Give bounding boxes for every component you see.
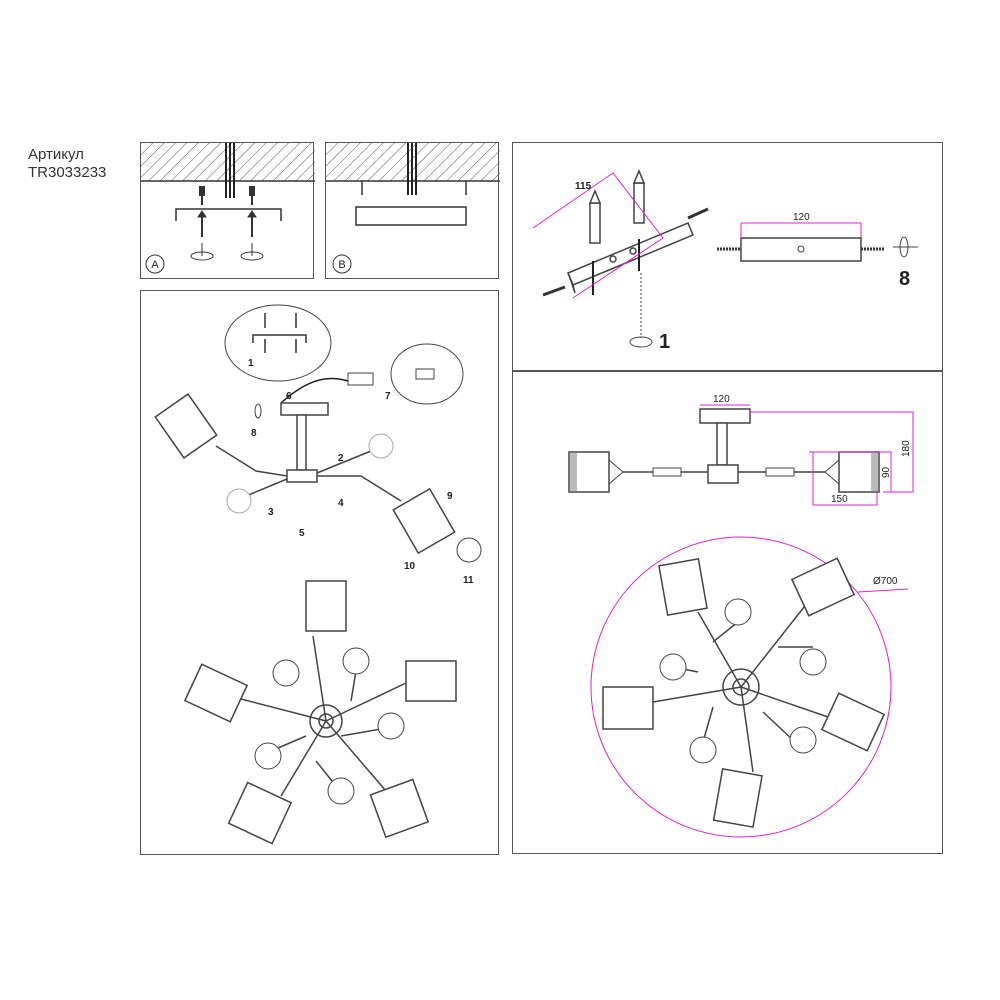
panel-b-drawing: B: [326, 143, 500, 274]
step-label: 2: [338, 453, 344, 464]
rotate-icon: [190, 243, 264, 261]
step-label: 8: [251, 428, 257, 439]
step-label: 6: [286, 391, 292, 402]
dimension-line: [532, 172, 664, 299]
step-8-label: 8: [899, 268, 910, 290]
dimension-lines: [700, 404, 914, 506]
panel-b-badge: B: [338, 259, 345, 271]
wires: [407, 143, 417, 195]
glass-ball: [226, 488, 252, 514]
ceiling-hatch: [141, 143, 315, 181]
article-block: Артикул TR3033233: [28, 146, 106, 182]
glass-ball: [368, 433, 394, 459]
step-label: 7: [385, 391, 391, 402]
shade-height-label: 90: [881, 466, 892, 478]
hub: [286, 469, 318, 483]
shade: [154, 393, 218, 459]
plate-drawing: 120 8: [717, 212, 918, 290]
arms: [215, 445, 402, 502]
shade: [824, 451, 880, 493]
bracket-bar: [567, 222, 694, 294]
dimensions-drawing: 120 180 90 150 Ø700: [568, 394, 914, 838]
bulb: [456, 537, 482, 563]
anchor-icon: [588, 169, 646, 244]
shade: [602, 557, 886, 828]
diameter-circle: [590, 536, 892, 838]
assembly-drawing: 1 7 6 8 2 3 4 5 9 10 11: [154, 304, 482, 845]
badge-circle: [332, 254, 352, 274]
step-label: 9: [447, 491, 453, 502]
diameter-label: Ø700: [873, 576, 898, 587]
badge-circle: [145, 254, 165, 274]
diameter-leader: [857, 588, 909, 593]
bracket-length-label: 115: [575, 181, 592, 192]
wires: [280, 377, 349, 404]
glass-ball: [254, 647, 405, 805]
panel-a-ceiling-anchors: A: [140, 142, 315, 279]
panel-a-badge: A: [151, 259, 159, 271]
top-view-chandelier: [240, 635, 407, 797]
side-view: [568, 408, 880, 493]
plate-length-label: 120: [793, 212, 810, 223]
anchor-icon: [199, 186, 255, 205]
rotate-icon: [629, 336, 653, 348]
panel-assembly: 1 7 6 8 2 3 4 5 9 10 11: [140, 290, 499, 855]
step-label: 1: [248, 358, 254, 369]
screw-icon: [197, 210, 257, 237]
step-label: 11: [463, 575, 474, 586]
stem: [296, 414, 307, 471]
screw-icon: [542, 207, 709, 297]
glass-ball: [659, 598, 827, 764]
anchor-icon: [252, 313, 307, 353]
bracket: [175, 208, 282, 221]
screw-icon: [592, 239, 640, 295]
shade: [568, 451, 624, 493]
terminal-block: [347, 368, 435, 386]
panel-mounting-bracket: 115 1 120 8: [512, 142, 943, 371]
step-label: 3: [268, 507, 274, 518]
top-view-chandelier: [652, 601, 829, 773]
plate-dim-label: 120: [713, 394, 730, 405]
panel-b-ceiling-plate: B: [325, 142, 500, 279]
mounting-bracket-drawing: 115 1 120 8: [532, 169, 918, 353]
panel-dimensions: 120 180 90 150 Ø700: [512, 371, 943, 854]
rotate-icon: [254, 403, 262, 419]
wires: [225, 143, 235, 198]
shade: [392, 487, 456, 555]
inset-anchors: [224, 304, 332, 382]
ceiling-plate: [280, 402, 329, 416]
shade: [183, 580, 457, 845]
article-label: Артикул: [28, 146, 84, 163]
step-label: 5: [299, 528, 305, 539]
height-dim-label: 180: [901, 440, 912, 457]
step-label: 10: [404, 561, 416, 572]
article-code: TR3033233: [28, 164, 107, 181]
mounting-plate: [355, 206, 467, 226]
step-1-label: 1: [659, 331, 670, 353]
panel-a-drawing: A: [141, 143, 315, 274]
step-label: 4: [338, 498, 344, 509]
shade-width-label: 150: [831, 494, 848, 505]
